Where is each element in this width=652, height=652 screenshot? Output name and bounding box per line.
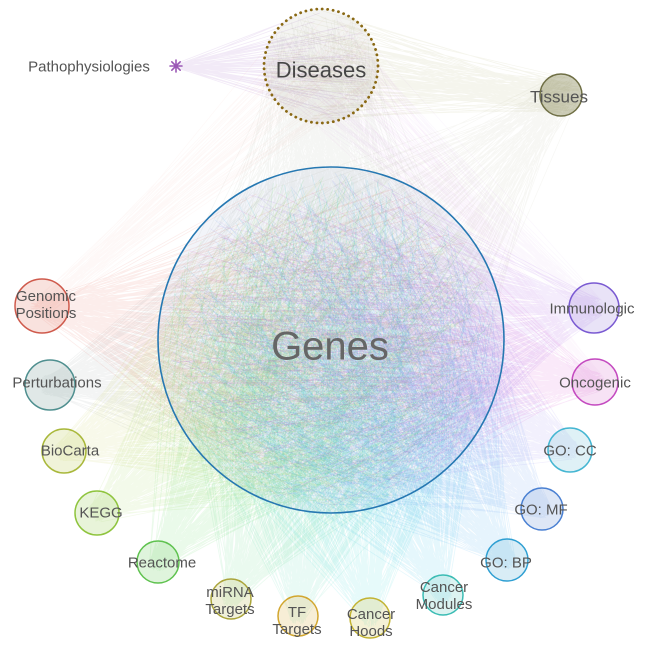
- edge-bundle-go-cc-to-genes: [174, 179, 580, 505]
- node-biocarta[interactable]: [41, 428, 87, 474]
- node-tissues[interactable]: [539, 73, 583, 117]
- node-cancer-hoods[interactable]: [349, 597, 391, 639]
- edge-bundle-immunologic-to-diseases: [268, 18, 605, 319]
- edge-bundle-genomic-positions-to-genes: [30, 186, 489, 506]
- node-mirna-targets[interactable]: [210, 578, 252, 620]
- edge-bundle-pathophysiologies-to-diseases: [173, 12, 370, 116]
- edge-bundle-tissues-to-genes: [176, 75, 582, 504]
- edge-bundle-tissues-to-diseases: [265, 10, 580, 121]
- node-kegg[interactable]: [74, 490, 120, 536]
- edge-bundle-oncogenic-to-diseases: [271, 17, 606, 392]
- edge-bundle-kegg-to-genes: [87, 173, 494, 523]
- node-immunologic[interactable]: [568, 282, 620, 334]
- edge-bundle-go-bp-to-genes: [173, 175, 517, 570]
- edge-bundle-mirna-targets-to-genes: [169, 183, 492, 609]
- edge-bundle-cancer-hoods-to-genes: [164, 182, 497, 627]
- node-go-mf[interactable]: [520, 487, 564, 531]
- node-cancer-modules[interactable]: [422, 574, 464, 616]
- node-pathophysiologies[interactable]: [169, 59, 183, 73]
- edge-bundle-oncogenic-to-genes: [166, 181, 606, 506]
- edge-bundle-go-mf-to-genes: [164, 172, 552, 519]
- node-underlay-genes: [158, 167, 504, 513]
- node-go-bp[interactable]: [485, 538, 529, 582]
- edge-bundle-genomic-positions-to-diseases: [31, 16, 370, 319]
- node-diseases[interactable]: [262, 7, 380, 125]
- edge-bundle-tf-targets-to-genes: [167, 173, 486, 624]
- node-tf-targets[interactable]: [277, 595, 319, 637]
- node-genes[interactable]: [157, 166, 505, 514]
- node-oncogenic[interactable]: [571, 358, 619, 406]
- node-perturbations[interactable]: [24, 359, 76, 411]
- node-reactome[interactable]: [136, 540, 180, 584]
- node-genomic-positions[interactable]: [14, 278, 70, 334]
- node-go-cc[interactable]: [547, 427, 593, 473]
- edge-bundle-reactome-to-genes: [148, 176, 492, 572]
- edge-bundle-perturbations-to-genes: [39, 182, 491, 502]
- edge-bundle-diseases-to-genes: [166, 16, 497, 507]
